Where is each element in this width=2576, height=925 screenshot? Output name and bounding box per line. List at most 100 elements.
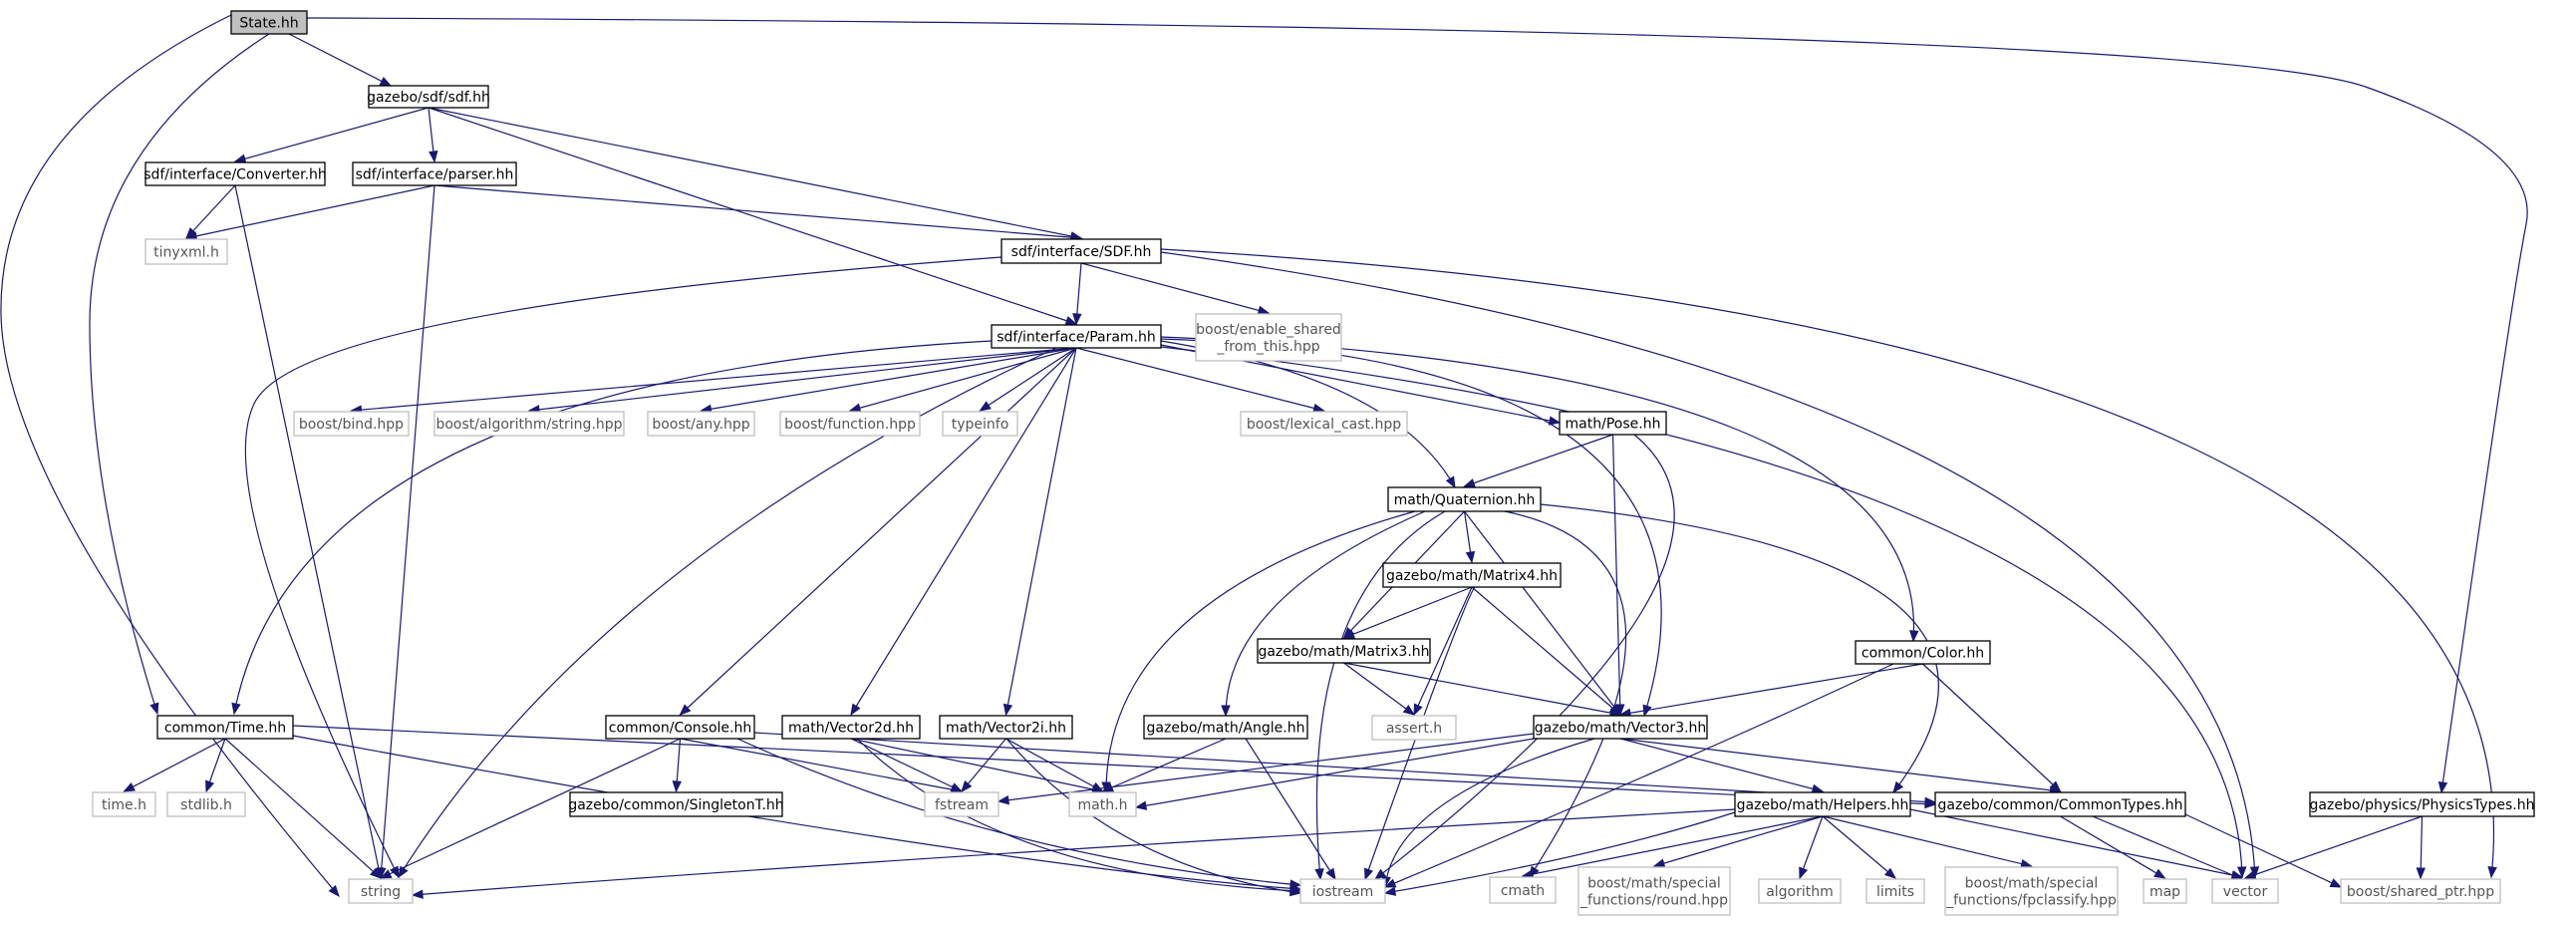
node-math-h: math.h <box>1068 791 1137 817</box>
node-label: math.h <box>1078 797 1128 813</box>
node-box <box>569 791 783 817</box>
edge-arrowhead <box>1342 629 1356 639</box>
node-stdlib: stdlib.h <box>166 791 246 817</box>
node-pose[interactable]: math/Pose.hh <box>1559 411 1667 436</box>
edge-line <box>2244 815 2423 879</box>
node-singleton[interactable]: gazebo/common/SingletonT.hh <box>568 791 784 817</box>
edge-arrowhead <box>2153 868 2166 879</box>
node-vector: vector <box>2211 878 2279 904</box>
node-label: fstream <box>935 797 989 813</box>
node-label: gazebo/math/Matrix4.hh <box>1386 568 1558 584</box>
node-matrix4[interactable]: gazebo/math/Matrix4.hh <box>1382 562 1562 588</box>
node-converter[interactable]: sdf/interface/Converter.hh <box>143 161 327 186</box>
node-label: sdf/interface/Converter.hh <box>143 167 327 183</box>
include-edge <box>0 14 340 898</box>
include-edge <box>1413 586 1473 717</box>
node-gazebo-sdf[interactable]: gazebo/sdf/sdf.hh <box>367 85 490 109</box>
node-label: math/Pose.hh <box>1566 417 1661 433</box>
node-physics-types[interactable]: gazebo/physics/PhysicsTypes.hh <box>2309 791 2535 817</box>
include-edge <box>1463 510 1476 564</box>
node-matrix3[interactable]: gazebo/math/Matrix3.hh <box>1257 638 1431 664</box>
edge-line <box>1105 510 1416 793</box>
edge-line <box>1160 248 2495 878</box>
edge-line <box>234 184 382 879</box>
node-console[interactable]: common/Console.hh <box>605 715 755 740</box>
edge-arrowhead <box>1465 550 1476 564</box>
node-box <box>1865 878 1925 904</box>
node-state[interactable]: State.hh <box>230 10 308 35</box>
edge-line <box>1464 510 1621 716</box>
node-box <box>144 238 228 265</box>
include-edge <box>377 184 435 880</box>
node-sdf-hh[interactable]: sdf/interface/SDF.hh <box>1001 238 1162 264</box>
include-edge <box>123 738 226 792</box>
edge-arrowhead <box>1002 703 1013 717</box>
edge-line <box>428 107 1082 239</box>
include-edge <box>1799 815 1824 880</box>
edge-arrowhead <box>979 401 992 412</box>
node-label: gazebo/common/CommonTypes.hh <box>1938 797 2183 813</box>
edge-line <box>701 347 1077 412</box>
node-common-types[interactable]: gazebo/common/CommonTypes.hh <box>1934 791 2186 817</box>
edge-arrowhead <box>1883 867 1897 879</box>
edge-arrowhead <box>1383 886 1397 896</box>
edge-line <box>856 738 1301 892</box>
edge-arrowhead <box>328 884 340 898</box>
node-helpers[interactable]: gazebo/math/Helpers.hh <box>1734 791 1911 817</box>
node-quaternion[interactable]: math/Quaternion.hh <box>1387 486 1542 512</box>
node-box <box>1559 411 1667 436</box>
edge-line <box>0 14 340 897</box>
edge-line <box>753 732 1936 803</box>
edge-arrowhead <box>2243 870 2257 880</box>
node-box <box>144 161 326 186</box>
edge-line <box>1005 738 1103 792</box>
node-time-hh[interactable]: common/Time.hh <box>156 715 294 740</box>
node-box <box>1382 562 1562 588</box>
edge-line <box>1540 503 1939 793</box>
include-edge <box>1134 738 1535 810</box>
include-edge <box>850 347 1077 717</box>
node-label: sdf/interface/SDF.hh <box>1011 244 1152 260</box>
edge-line <box>292 735 1301 890</box>
node-vector2d[interactable]: math/Vector2d.hh <box>781 715 921 740</box>
node-color[interactable]: common/Color.hh <box>1855 640 1991 665</box>
edge-line <box>998 733 1535 802</box>
include-edge <box>1002 347 1077 717</box>
node-label: common/Console.hh <box>609 721 751 737</box>
node-angle[interactable]: gazebo/math/Angle.hh <box>1143 715 1308 740</box>
node-label: sdf/interface/parser.hh <box>356 167 514 183</box>
edge-arrowhead <box>1548 416 1562 426</box>
node-label: common/Time.hh <box>164 721 286 737</box>
node-vector3[interactable]: gazebo/math/Vector3.hh <box>1533 715 1708 740</box>
node-box <box>1758 878 1842 904</box>
include-edge <box>184 184 435 241</box>
edge-arrowhead <box>1799 866 1809 880</box>
edge-line <box>1799 815 1824 879</box>
node-box <box>605 715 755 740</box>
edge-arrowhead <box>411 889 424 899</box>
edge-layer <box>0 14 2528 899</box>
edge-line <box>1005 738 1301 894</box>
include-edge <box>306 17 2528 794</box>
edge-line <box>849 347 1077 412</box>
node-box <box>991 324 1162 349</box>
edge-line <box>1135 738 1535 808</box>
node-parser[interactable]: sdf/interface/parser.hh <box>352 161 517 186</box>
node-label: gazebo/physics/PhysicsTypes.hh <box>2310 797 2535 813</box>
edge-line <box>1909 808 2243 878</box>
edge-line <box>234 107 429 162</box>
node-param[interactable]: sdf/interface/Param.hh <box>991 324 1162 349</box>
node-label: sdf/interface/Param.hh <box>997 330 1156 346</box>
node-box <box>156 715 294 740</box>
node-box <box>1533 715 1708 740</box>
node-label: common/Color.hh <box>1861 646 1984 662</box>
node-box <box>2309 791 2535 817</box>
node-fpclassify: boost/math/special_functions/fpclassify.… <box>1944 866 2119 916</box>
edge-line <box>680 347 1077 716</box>
edge-line <box>288 33 392 87</box>
node-box <box>2340 878 2501 904</box>
edge-line <box>1653 815 1824 867</box>
node-time-h: time.h <box>92 791 156 817</box>
node-vector2i[interactable]: math/Vector2i.hh <box>939 715 1073 740</box>
include-edge <box>672 738 683 793</box>
